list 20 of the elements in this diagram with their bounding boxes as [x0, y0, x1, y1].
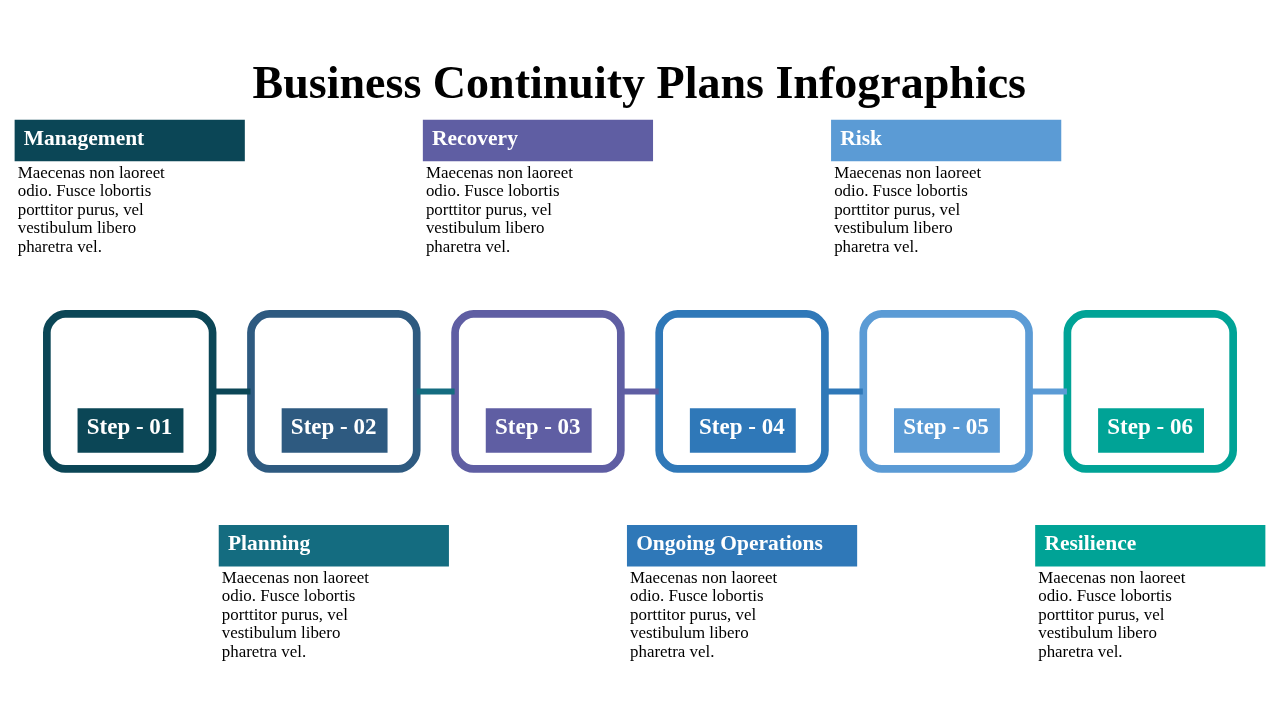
node-box: Step - 02	[247, 310, 421, 473]
node-box: Planning	[218, 525, 449, 567]
node-label: Maecenas non laoreet odio. Fusce lobortis porttitor purus, vel vestibulum libero pharetra vel.	[17, 162, 165, 256]
node-box: Ongoing Operations	[626, 525, 858, 567]
node-box: Management	[14, 119, 245, 162]
node-box: Step - 05	[859, 310, 1033, 473]
node-label: Maecenas non laoreet odio. Fusce lobortis porttitor purus, vel vestibulum libero pharetra vel.	[221, 567, 369, 661]
node-label: Maecenas non laoreet odio. Fusce lobortis porttitor purus, vel vestibulum libero pharetra vel.	[834, 162, 982, 256]
node-box: Step - 04	[655, 310, 829, 473]
connector	[416, 388, 455, 395]
node-label: Maecenas non laoreet odio. Fusce lobortis porttitor purus, vel vestibulum libero pharetra vel.	[630, 567, 778, 661]
node-box: Recovery	[422, 119, 654, 162]
node-label: Maecenas non laoreet odio. Fusce lobortis porttitor purus, vel vestibulum libero pharetra vel.	[425, 162, 574, 256]
node-box: Step - 06	[1063, 310, 1237, 473]
node-box: Resilience	[1035, 525, 1266, 567]
node-box: Step - 03	[451, 310, 625, 473]
node-label: Maecenas non laoreet odio. Fusce lobortis porttitor purus, vel vestibulum libero pharetra vel.	[1038, 567, 1186, 661]
node-box: Step - 01	[43, 310, 217, 473]
diagram-title: Business Continuity Plans Infographics	[252, 56, 1027, 108]
node-box: Risk	[831, 119, 1062, 162]
